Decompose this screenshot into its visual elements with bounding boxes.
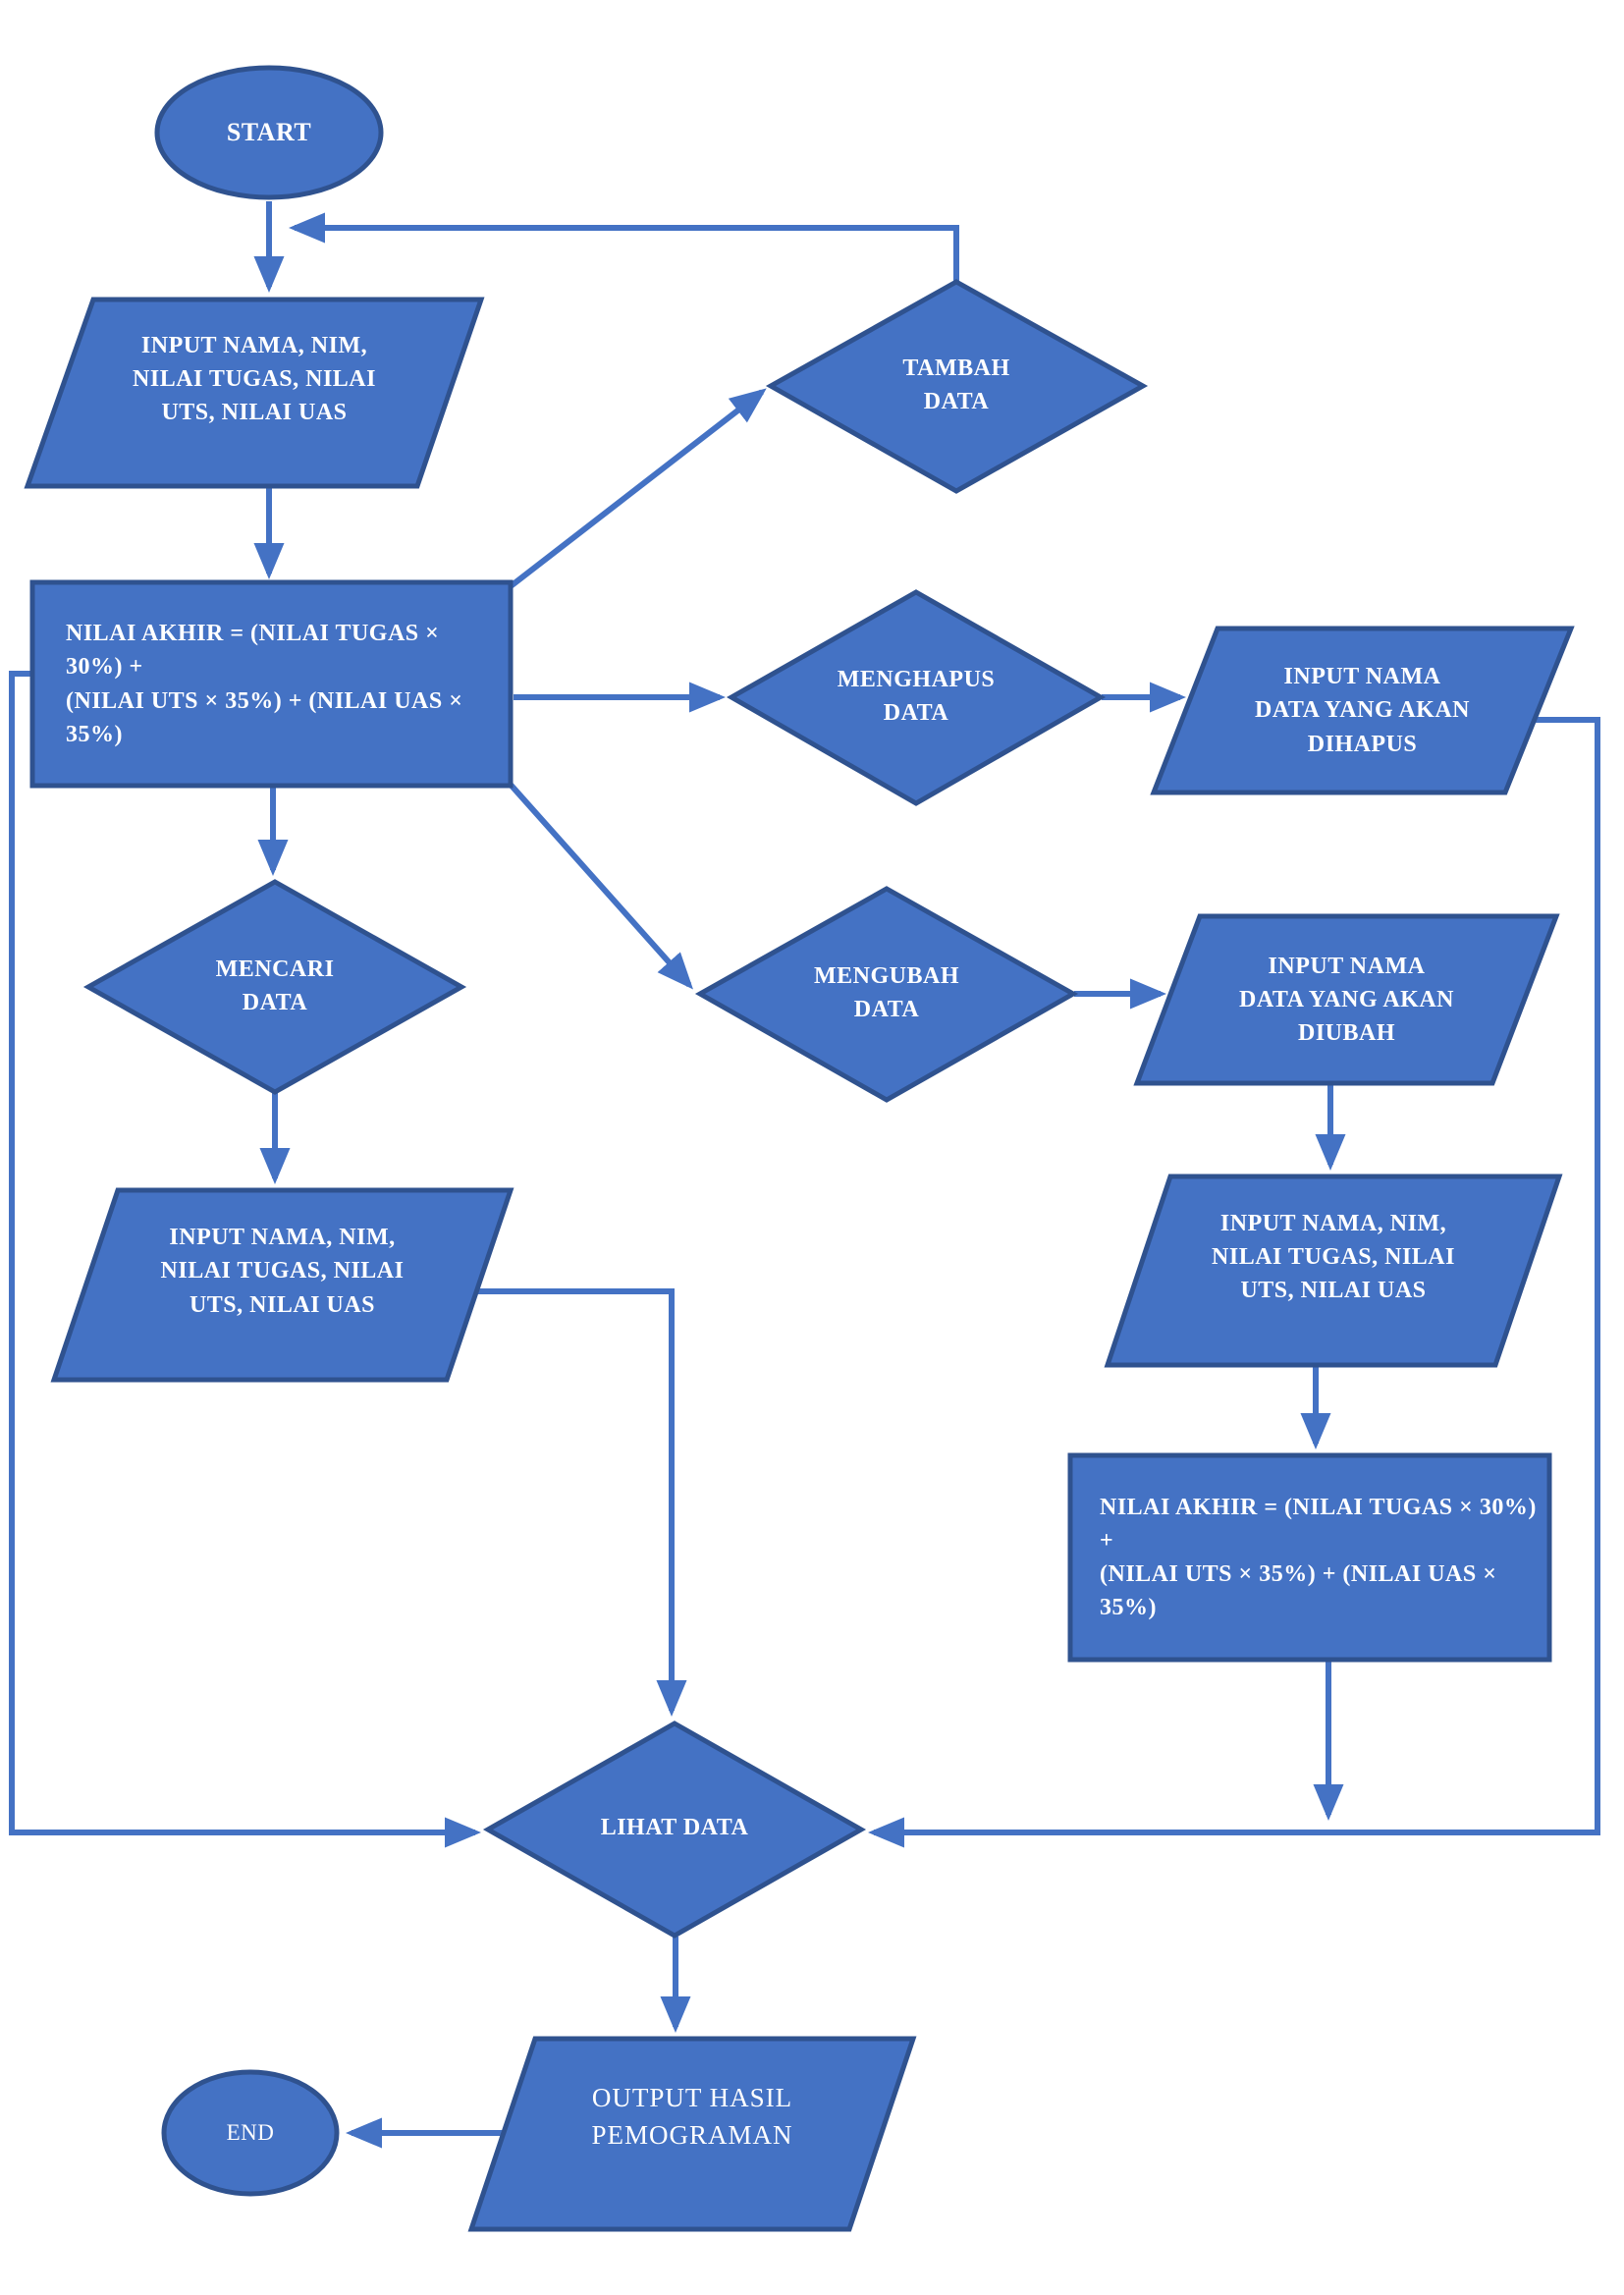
edge-input-cari-to-lihat [477, 1288, 687, 1718]
node-start-terminator [154, 65, 384, 200]
node-tambah-data-diamond [765, 279, 1149, 494]
edge-formula-to-mengubah [508, 783, 693, 990]
node-lihat-data-diamond [482, 1721, 867, 1939]
node-formula-main-rect [29, 579, 514, 789]
edge-formula-to-tambah [509, 388, 767, 589]
node-input-main-parallelogram [24, 297, 485, 489]
node-input-diubah-parallelogram [1133, 913, 1560, 1086]
node-formula-ubah-rect [1067, 1452, 1552, 1663]
edge-formula-to-lihat-left-rail [9, 671, 482, 1848]
edge-tambah-loop-back [288, 212, 959, 282]
node-input-cari-parallelogram [50, 1187, 514, 1383]
node-output-parallelogram [467, 2036, 917, 2232]
edge-input-dihapus-to-lihat [867, 717, 1600, 1848]
node-menghapus-data-diamond [726, 589, 1107, 806]
node-input-dihapus-parallelogram [1150, 626, 1575, 795]
node-mengubah-data-diamond [694, 886, 1079, 1103]
node-input-ubah-detail-parallelogram [1104, 1174, 1563, 1368]
node-end-terminator [161, 2069, 340, 2197]
nodes [24, 65, 1575, 2232]
node-mencari-data-diamond [82, 879, 467, 1095]
connectors [9, 201, 1600, 2149]
